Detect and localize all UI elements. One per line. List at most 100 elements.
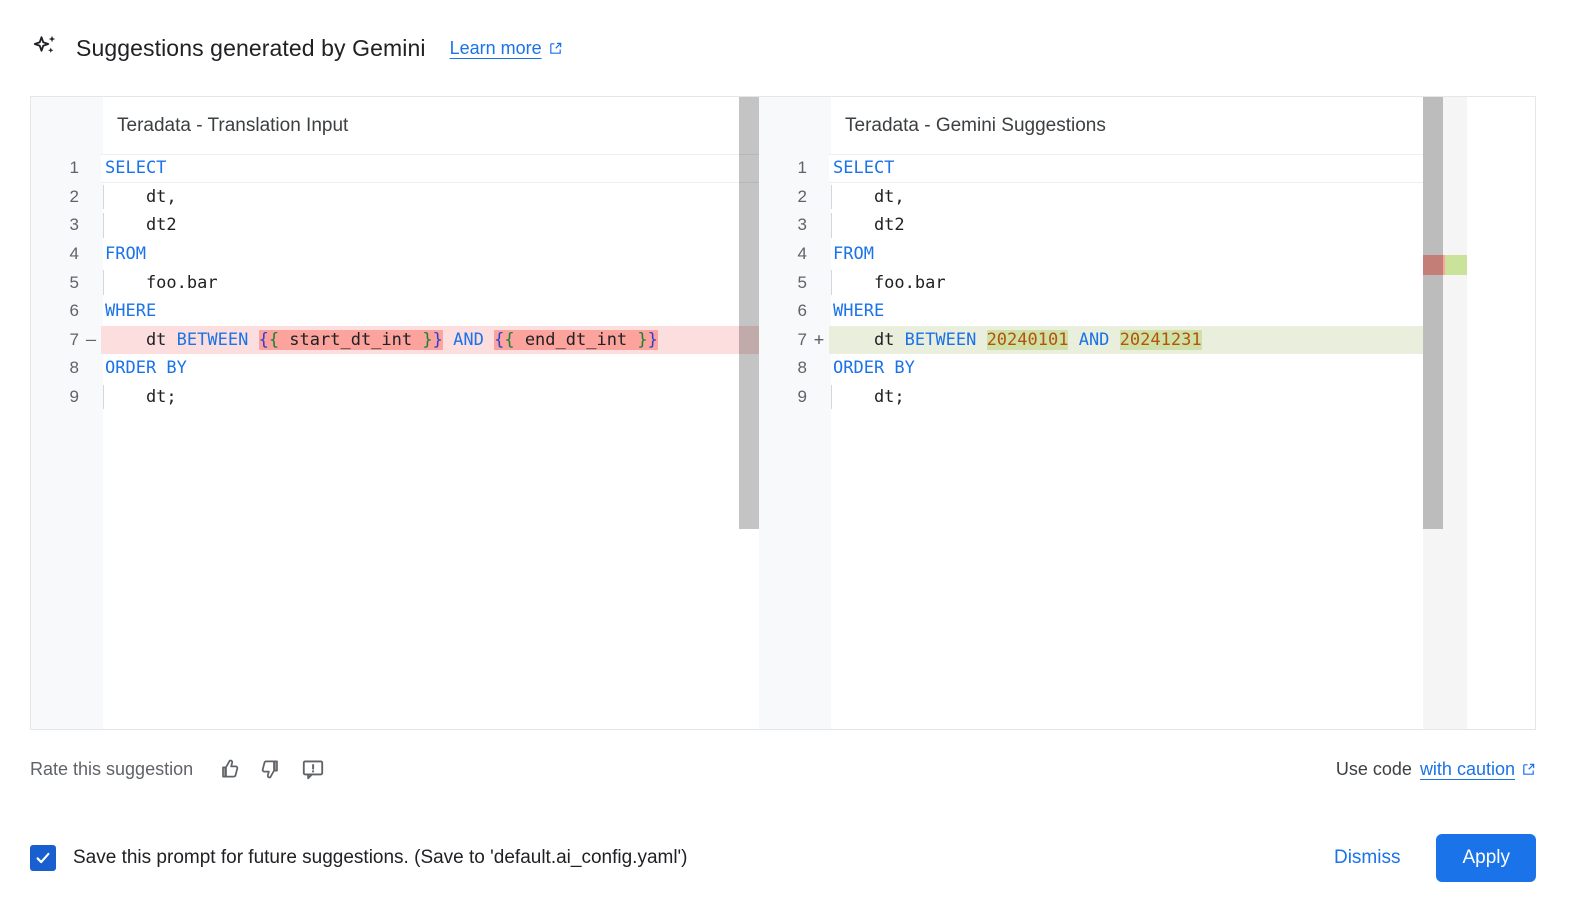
use-code-label: Use code xyxy=(1335,758,1412,779)
indent-guide xyxy=(831,384,832,410)
code-line-3[interactable]: 3 dt2 xyxy=(759,211,1467,240)
rate-label: Rate this suggestion xyxy=(30,758,194,779)
overview-marker-removed xyxy=(1423,255,1445,275)
code-text: dt, xyxy=(833,186,905,207)
code-line-4[interactable]: 4 FROM xyxy=(31,240,759,269)
right-scrollbar-thumb[interactable] xyxy=(1423,97,1443,529)
code-text: SELECT xyxy=(105,158,167,179)
line-number: 5 xyxy=(797,272,807,292)
code-line-background xyxy=(829,154,1467,183)
code-text: dt2 xyxy=(833,215,905,236)
line-number: 7 xyxy=(69,329,79,349)
code-line-9[interactable]: 9 dt; xyxy=(31,383,759,412)
code-text: dt, xyxy=(105,186,177,207)
code-text: dt; xyxy=(833,387,905,408)
line-number: 3 xyxy=(797,215,807,235)
code-text: SELECT xyxy=(833,158,895,179)
save-prompt-label: Save this prompt for future suggestions.… xyxy=(73,847,688,868)
diff-marker: – xyxy=(85,329,97,350)
code-text: ORDER BY xyxy=(833,358,915,379)
line-number: 6 xyxy=(69,301,79,321)
left-scrollbar-thumb[interactable] xyxy=(739,97,759,529)
code-line-1[interactable]: 1 SELECT xyxy=(759,154,1467,183)
right-pane-title: Teradata - Gemini Suggestions xyxy=(845,115,1106,136)
sparkle-icon xyxy=(33,35,56,53)
rate-controls: Rate this suggestion xyxy=(30,755,327,783)
code-line-8[interactable]: 8 ORDER BY xyxy=(31,354,759,383)
code-text: dt BETWEEN {{ start_dt_int }} AND {{ end… xyxy=(105,329,658,350)
dismiss-button[interactable]: Dismiss xyxy=(1328,837,1407,879)
learn-more-label: Learn more xyxy=(449,37,542,58)
code-text: FROM xyxy=(105,244,146,265)
code-line-5[interactable]: 5 foo.bar xyxy=(31,268,759,297)
with-caution-label: with caution xyxy=(1419,758,1515,779)
code-line-2[interactable]: 2 dt, xyxy=(759,183,1467,212)
code-line-background xyxy=(101,154,759,183)
apply-button[interactable]: Apply xyxy=(1436,834,1536,882)
line-number: 2 xyxy=(797,186,807,206)
code-line-2[interactable]: 2 dt, xyxy=(31,183,759,212)
line-number: 2 xyxy=(69,186,79,206)
left-vertical-scrollbar[interactable] xyxy=(739,97,759,729)
indent-guide xyxy=(103,213,104,238)
diff-overview-ruler[interactable] xyxy=(1423,97,1467,729)
save-prompt-row: Save this prompt for future suggestions.… xyxy=(30,845,688,871)
line-number: 8 xyxy=(69,358,79,378)
diff-pane-suggestion: Teradata - Gemini Suggestions 1 SELECT 2 d… xyxy=(759,97,1467,729)
rate-bar: Rate this suggestion Use code with xyxy=(30,730,1536,808)
code-line-1[interactable]: 1 SELECT xyxy=(31,154,759,183)
report-issue-icon[interactable] xyxy=(299,755,327,783)
code-line-7[interactable]: 7 + dt BETWEEN 20240101 AND 20241231 xyxy=(759,325,1467,355)
code-line-7[interactable]: 7– dt BETWEEN {{ start_dt_int }} AND {{ … xyxy=(31,325,759,355)
external-link-icon xyxy=(549,42,561,54)
indent-guide xyxy=(831,184,832,210)
line-number: 9 xyxy=(797,387,807,407)
line-number: 1 xyxy=(69,158,79,178)
code-text: dt; xyxy=(105,387,177,408)
line-number: 5 xyxy=(69,272,79,292)
footer-actions: Dismiss Apply xyxy=(1328,834,1536,882)
line-number: 4 xyxy=(69,244,79,264)
code-line-4[interactable]: 4 FROM xyxy=(759,240,1467,269)
page-title: Suggestions generated by Gemini xyxy=(76,34,426,61)
right-vertical-scrollbar[interactable] xyxy=(1423,97,1443,729)
indent-guide xyxy=(103,384,104,410)
diff-marker: + xyxy=(813,329,825,350)
code-text: dt2 xyxy=(105,215,177,236)
line-number: 7 xyxy=(797,329,807,349)
header: Suggestions generated by Gemini Learn mo… xyxy=(0,0,1574,96)
thumbs-down-icon[interactable] xyxy=(257,755,285,783)
code-text: dt BETWEEN 20240101 AND 20241231 xyxy=(833,329,1202,350)
line-number: 6 xyxy=(797,301,807,321)
indent-guide xyxy=(103,184,104,210)
code-line-3[interactable]: 3 dt2 xyxy=(31,211,759,240)
line-number: 1 xyxy=(797,158,807,178)
code-line-9[interactable]: 9 dt; xyxy=(759,383,1467,412)
diff-editor: Teradata - Translation Input 1 SELECT 2 dt… xyxy=(30,96,1536,730)
code-line-5[interactable]: 5 foo.bar xyxy=(759,268,1467,297)
save-prompt-checkbox[interactable] xyxy=(30,845,56,871)
line-number: 4 xyxy=(797,244,807,264)
left-gutter-background xyxy=(31,97,103,729)
code-text: ORDER BY xyxy=(105,358,187,379)
indent-guide xyxy=(103,270,104,295)
left-pane-title: Teradata - Translation Input xyxy=(117,115,349,136)
code-text: FROM xyxy=(833,244,874,265)
indent-guide xyxy=(831,270,832,295)
check-icon xyxy=(36,852,50,864)
external-link-icon xyxy=(1523,763,1535,775)
code-line-6[interactable]: 6 WHERE xyxy=(31,297,759,326)
footer-bar: Save this prompt for future suggestions.… xyxy=(30,808,1536,908)
diff-pane-original: Teradata - Translation Input 1 SELECT 2 dt… xyxy=(31,97,759,729)
code-text: WHERE xyxy=(105,301,157,322)
thumbs-up-icon[interactable] xyxy=(215,755,243,783)
line-number: 9 xyxy=(69,387,79,407)
with-caution-link[interactable]: with caution xyxy=(1420,759,1536,780)
left-title-background xyxy=(103,97,759,154)
learn-more-link[interactable]: Learn more xyxy=(450,38,563,59)
overview-marker-added xyxy=(1445,255,1467,275)
